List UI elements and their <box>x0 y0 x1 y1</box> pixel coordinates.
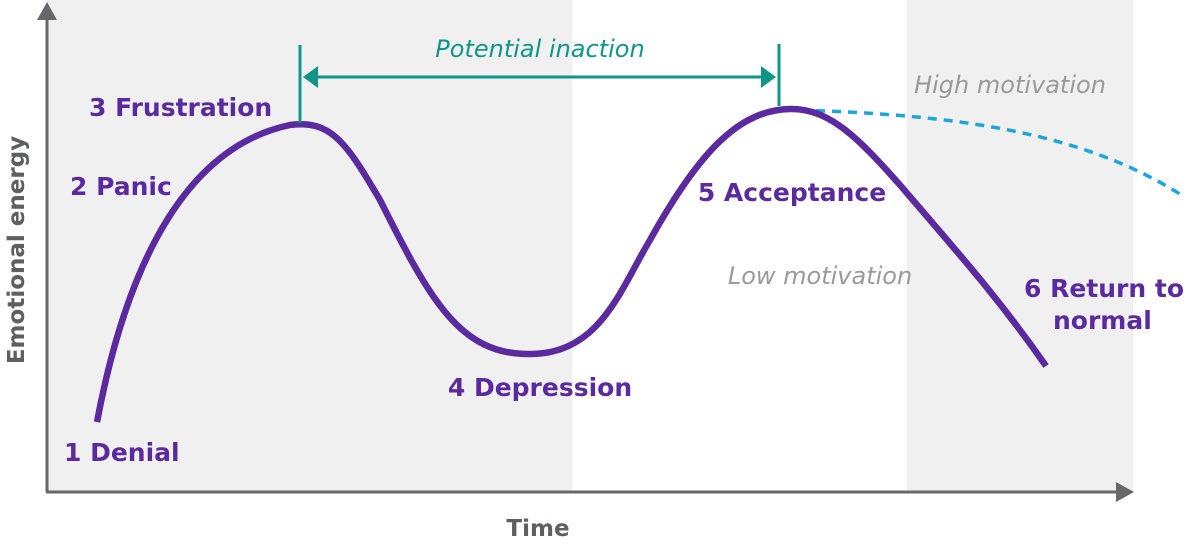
stage-return-line1: 6 Return to <box>1024 274 1184 303</box>
high-motivation-label: High motivation <box>914 71 1106 99</box>
inaction-label: Potential inaction <box>435 35 644 63</box>
stage-frustration: 3 Frustration <box>89 93 272 122</box>
x-axis-arrow-icon <box>1116 482 1134 502</box>
stage-return-line2: normal <box>1053 306 1152 335</box>
low-motivation-label: Low motivation <box>728 262 912 290</box>
stage-panic: 2 Panic <box>70 172 172 201</box>
high-motivation-line <box>799 108 1184 198</box>
background-band-right <box>907 0 1133 492</box>
stage-acceptance: 5 Acceptance <box>698 178 886 207</box>
y-axis-arrow-icon <box>37 2 57 20</box>
x-axis-label: Time <box>506 516 569 542</box>
stage-denial: 1 Denial <box>64 438 180 467</box>
background-band-left <box>47 0 572 492</box>
arrow-left-icon <box>303 66 318 88</box>
stage-depression: 4 Depression <box>448 373 632 402</box>
arrow-right-icon <box>761 66 776 88</box>
y-axis-label: Emotional energy <box>4 136 30 364</box>
emotional-curve <box>93 105 1049 423</box>
